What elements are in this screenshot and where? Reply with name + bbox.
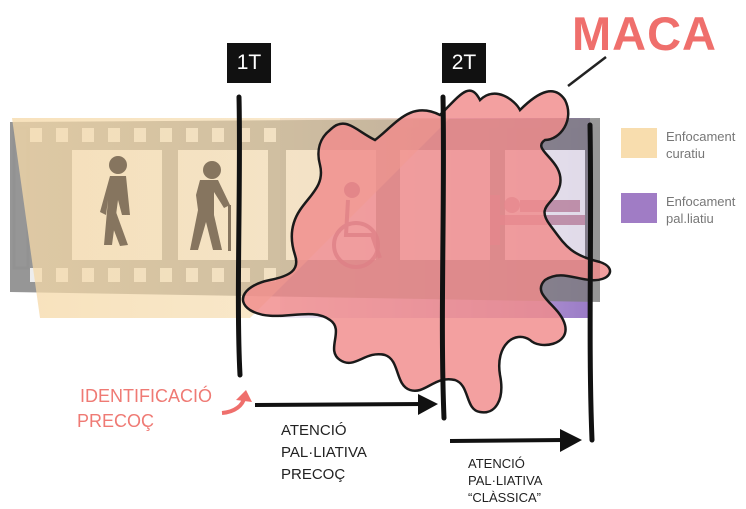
classic-palliative-care-label: ATENCIÓ PAL·LIATIVA “CLÀSSICA” [468, 455, 542, 506]
phase-1t-tag: 1T [227, 43, 271, 83]
phase-2t-tag: 2T [442, 43, 486, 83]
title-pointer [568, 57, 606, 86]
legend-curative-label: Enfocament curatiu [666, 128, 735, 162]
legend-palliative-label: Enfocament pal.liatiu [666, 193, 735, 227]
diagram-title: MACA [572, 6, 717, 61]
line-2t [442, 97, 444, 418]
legend-curative-swatch [621, 128, 657, 158]
early-care-arrow [255, 394, 438, 415]
line-1t [238, 97, 240, 375]
classic-care-arrow [450, 429, 582, 452]
line-end [590, 125, 592, 440]
early-palliative-care-label: ATENCIÓ PAL·LIATIVA PRECOÇ [281, 420, 367, 486]
curved-arrow-icon [222, 390, 252, 413]
legend-palliative-swatch [621, 193, 657, 223]
early-identification-label: IDENTIFICACIÓ PRECOÇ [60, 384, 212, 434]
